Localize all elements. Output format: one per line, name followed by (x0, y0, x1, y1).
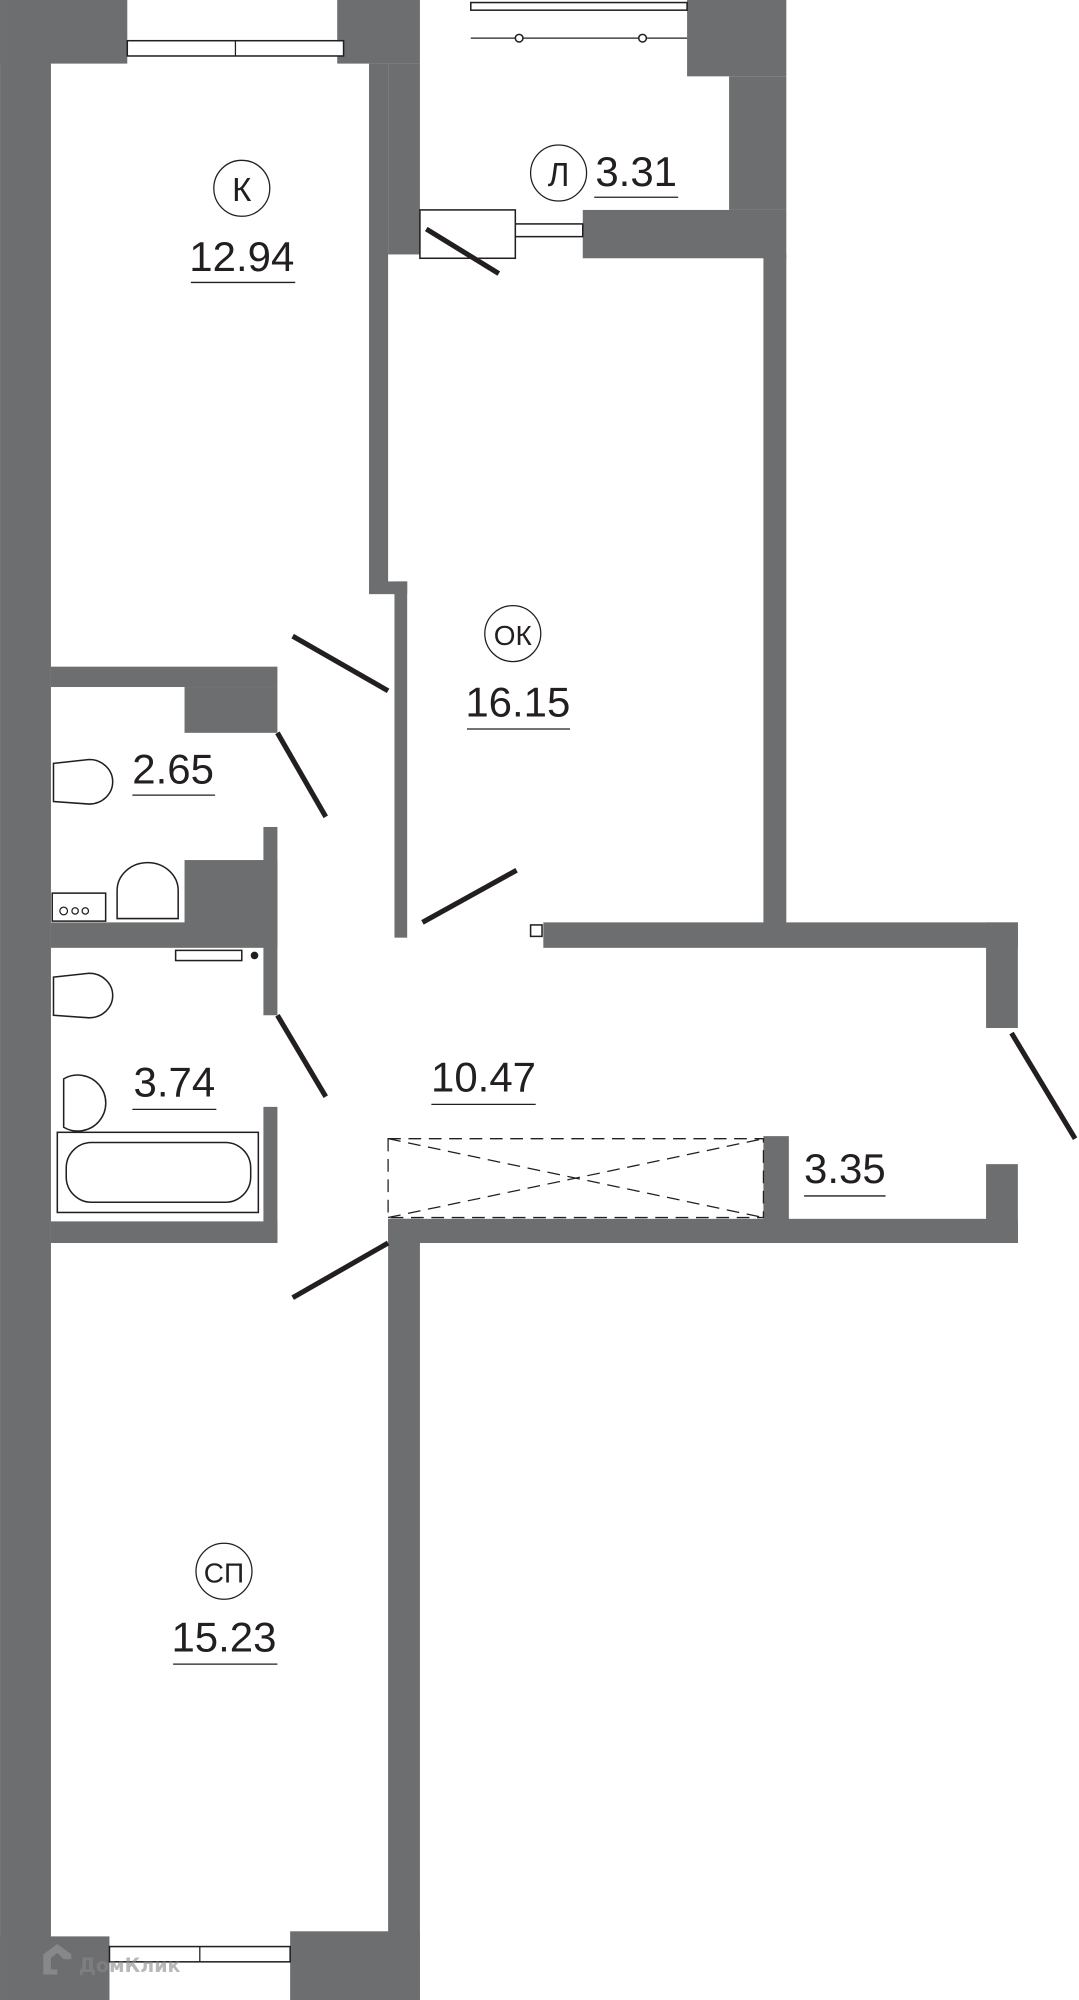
toilet-icon (52, 972, 114, 1019)
room-bedroom: СП 15.23 (171, 1542, 278, 1665)
room-area: 3.74 (134, 1059, 216, 1106)
watermark: ДомКлик (43, 1944, 181, 1977)
storage-dashes (387, 1138, 765, 1219)
room-code: СП (204, 1558, 244, 1589)
room-kitchen: К 12.94 (189, 159, 296, 284)
sink-icon (62, 1074, 107, 1132)
room-bathroom: 3.74 (132, 1059, 217, 1111)
room-code: К (232, 172, 252, 209)
doors (275, 209, 1078, 1300)
room-area: 12.94 (189, 233, 294, 280)
room-toilet: 2.65 (132, 746, 216, 796)
room-area: 16.15 (465, 678, 570, 725)
fixtures (51, 758, 260, 1214)
room-area: 3.31 (595, 148, 677, 195)
room-living: ОК 16.15 (465, 604, 570, 730)
sink-icon (116, 861, 179, 920)
stove-icon (51, 892, 107, 922)
windows (108, 1, 688, 1963)
walls (0, 0, 1018, 2000)
room-storage: 3.35 (804, 1145, 886, 1197)
room-area: 10.47 (431, 1054, 536, 1101)
room-code: ОК (494, 620, 533, 651)
watermark-text: ДомКлик (79, 1955, 181, 1977)
room-code: Л (548, 157, 570, 194)
room-loggia: Л 3.31 (529, 144, 679, 202)
room-area: 2.65 (132, 746, 214, 793)
domclick-logo-icon (43, 1944, 72, 1975)
toilet-icon (52, 758, 114, 805)
room-area: 3.35 (804, 1145, 886, 1192)
room-hall: 10.47 (431, 1054, 536, 1105)
room-area: 15.23 (171, 1613, 276, 1660)
